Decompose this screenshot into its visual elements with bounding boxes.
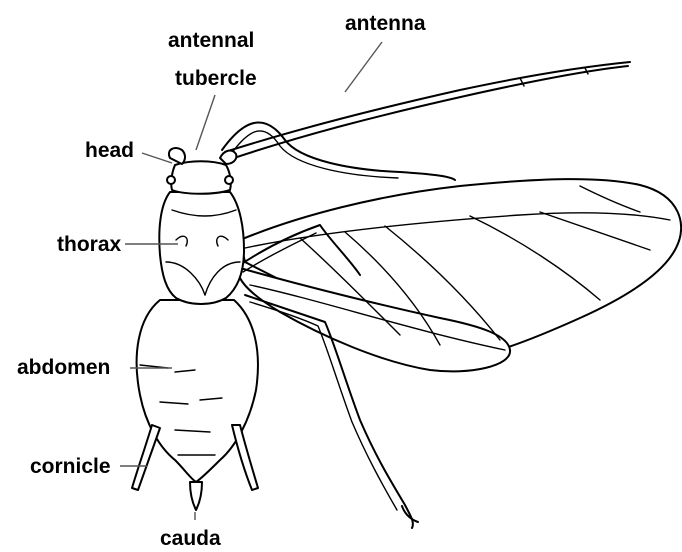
- label-antenna: antenna: [345, 12, 426, 35]
- cornicle-left: [132, 425, 160, 490]
- label-cornicle: cornicle: [30, 455, 111, 478]
- leader-antennal-tubercle: [196, 95, 215, 150]
- wings: [240, 179, 681, 371]
- label-antennal-tubercle-line2: tubercle: [175, 67, 257, 90]
- label-head: head: [85, 139, 134, 162]
- label-antennal-tubercle-line1: antennal: [168, 29, 254, 52]
- leader-head: [142, 153, 172, 163]
- label-abdomen: abdomen: [17, 356, 110, 379]
- cauda-shape: [190, 482, 202, 510]
- cornicle-right: [232, 425, 258, 490]
- antennae: [222, 62, 630, 180]
- label-thorax: thorax: [57, 233, 122, 256]
- label-cauda: cauda: [160, 527, 221, 550]
- head-shape: [171, 161, 231, 194]
- leader-antenna: [345, 42, 382, 92]
- body: [132, 148, 258, 510]
